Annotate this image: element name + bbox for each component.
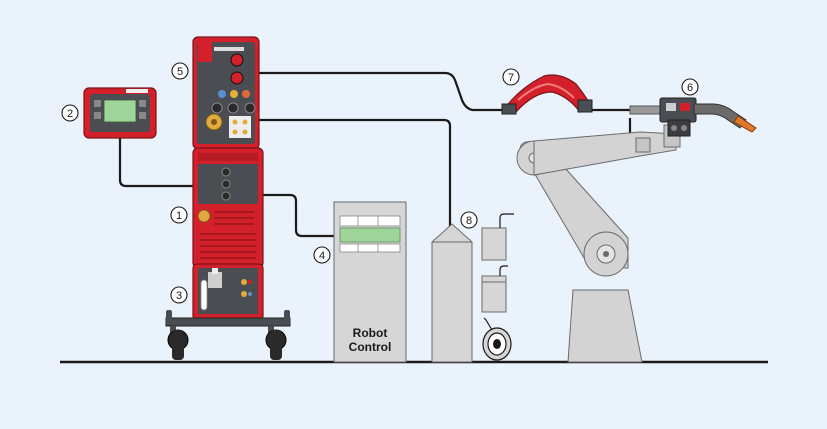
cable-source-to-robot-control (262, 193, 336, 238)
robot-upper-arm (533, 131, 677, 176)
callout-8: 8 (460, 211, 478, 229)
svg-text:3: 3 (176, 290, 182, 302)
callout-6: 6 (681, 78, 699, 96)
callouts: 1 2 3 4 5 6 7 8 (61, 62, 699, 304)
remote-display (103, 99, 137, 123)
robot-control-label-line1: Robot (353, 326, 388, 340)
cooling-unit (192, 263, 264, 321)
wire-supply-options (481, 213, 514, 361)
svg-text:2: 2 (67, 108, 73, 120)
callout-5: 5 (171, 62, 189, 80)
callout-2: 2 (61, 104, 79, 122)
cable-wirefeeder-to-torch (258, 71, 505, 112)
svg-text:8: 8 (466, 215, 472, 227)
callout-4: 4 (313, 246, 331, 264)
svg-text:7: 7 (508, 72, 514, 84)
power-source (192, 147, 264, 269)
callout-3: 3 (170, 286, 188, 304)
svg-text:6: 6 (687, 82, 693, 94)
callout-7: 7 (502, 68, 520, 86)
robot-control-cabinet: Robot Control (333, 201, 407, 363)
svg-text:1: 1 (176, 210, 182, 222)
robot-arm (516, 117, 681, 363)
robot-control-display (339, 227, 401, 243)
cable-remote-to-source (118, 138, 193, 188)
hosepack (501, 74, 593, 115)
svg-text:4: 4 (319, 250, 325, 262)
wire-feeder (192, 36, 260, 150)
robot-base (567, 289, 643, 363)
callout-1: 1 (170, 206, 188, 224)
cable-wirefeeder-to-drum (258, 118, 452, 228)
welding-torch (629, 97, 757, 137)
trolley (165, 310, 291, 360)
svg-text:5: 5 (177, 66, 183, 78)
remote-control (83, 87, 157, 139)
wire-drum (431, 223, 473, 363)
robot-control-label-line2: Control (349, 340, 392, 354)
